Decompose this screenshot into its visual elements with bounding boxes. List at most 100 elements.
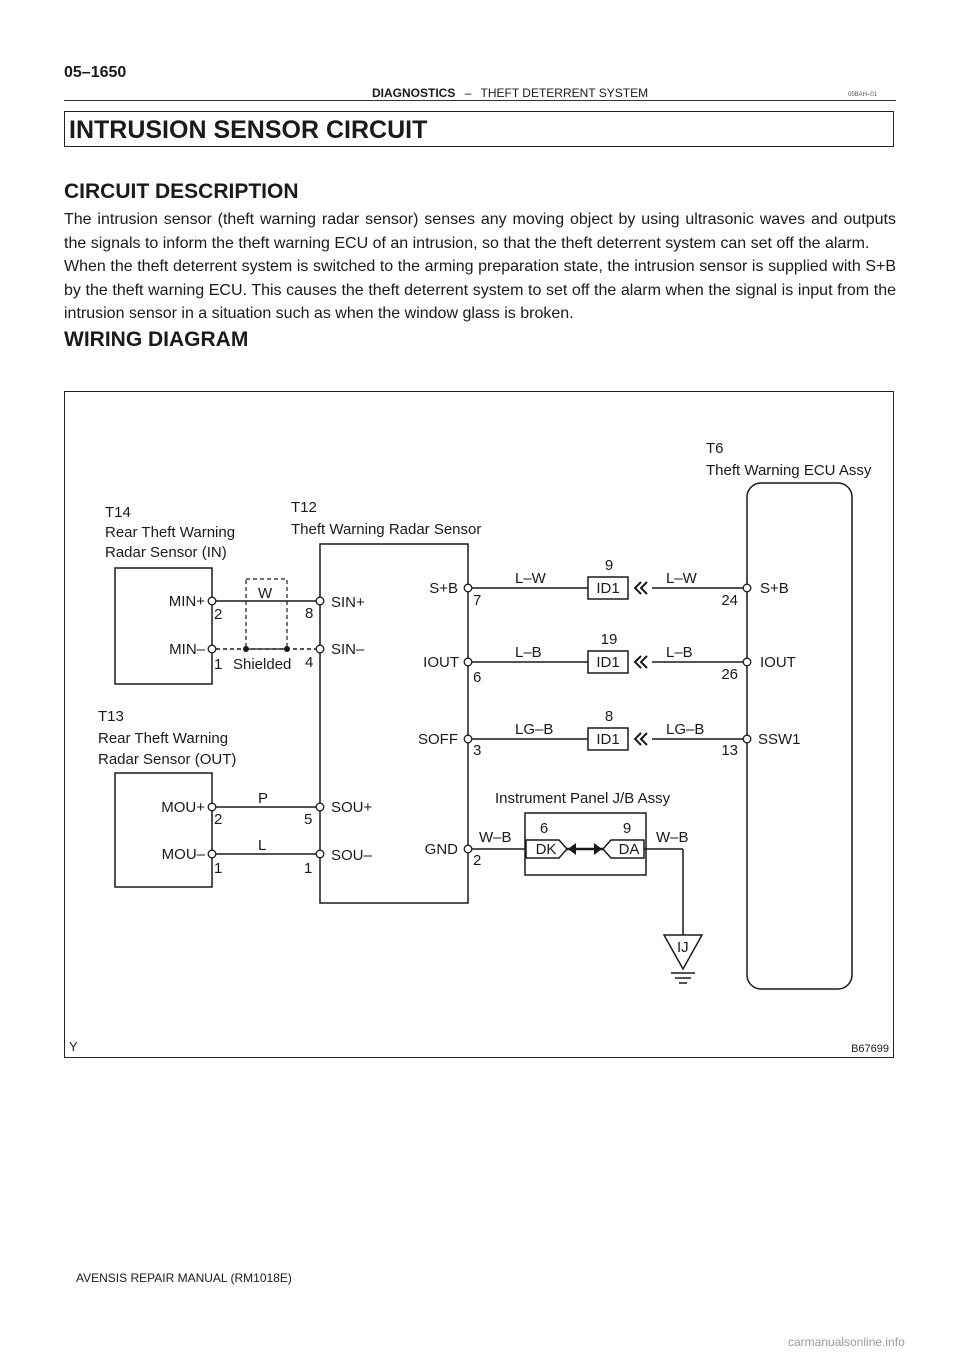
- dk-pin: 6: [540, 820, 548, 837]
- id1-sb-pin: 9: [605, 557, 613, 574]
- t12-iout-pin: 6: [473, 669, 481, 686]
- id1-iout-chevron: [633, 655, 648, 669]
- t12-sou-minus-label: SOU–: [331, 847, 373, 864]
- terminal-t14-min-minus: [207, 644, 217, 654]
- t6-iout-label: IOUT: [760, 654, 796, 671]
- t14-sensor-box: [114, 567, 213, 685]
- t14-min-minus-label: MIN–: [169, 641, 205, 658]
- t14-min-minus-pin: 1: [214, 656, 222, 673]
- terminal-t12-iout: [463, 657, 473, 667]
- t12-radar-sensor-box: [319, 543, 469, 904]
- dk-connector: [525, 839, 569, 859]
- t6-sb-pin: 24: [721, 592, 738, 609]
- t13-name-line1: Rear Theft Warning: [98, 730, 228, 747]
- t14-min-plus-pin: 2: [214, 606, 222, 623]
- t12-gnd-label: GND: [425, 841, 459, 858]
- t6-ssw1-pin: 13: [721, 742, 738, 759]
- t12-sin-plus-pin: 8: [305, 605, 313, 622]
- t12-sou-plus-label: SOU+: [331, 799, 373, 816]
- header-rule: [64, 100, 896, 101]
- t12-iout-label: IOUT: [423, 654, 459, 671]
- id1-sb-label: ID1: [596, 580, 619, 597]
- t13-name-line2: Radar Sensor (OUT): [98, 751, 236, 768]
- wiring-diagram: T14 Rear Theft Warning Radar Sensor (IN)…: [64, 391, 894, 1058]
- description-paragraph-2: When the theft deterrent system is switc…: [64, 258, 896, 322]
- figure-id: B67699: [851, 1043, 889, 1055]
- watermark: carmanualsonline.info: [788, 1335, 905, 1349]
- id1-soff-pin: 8: [605, 708, 613, 725]
- wire-color-wb-left: W–B: [479, 829, 512, 846]
- t12-sou-plus-pin: 5: [304, 811, 312, 828]
- t12-code: T12: [291, 499, 317, 516]
- da-arrow: [594, 843, 602, 855]
- t13-code: T13: [98, 708, 124, 725]
- footer: AVENSIS REPAIR MANUAL (RM1018E): [76, 1271, 292, 1285]
- da-connector: [601, 839, 645, 859]
- t12-soff-label: SOFF: [418, 731, 458, 748]
- circuit-description-heading: CIRCUIT DESCRIPTION: [64, 180, 299, 203]
- id1-iout-label: ID1: [596, 654, 619, 671]
- wire-color-lgb-right: LG–B: [666, 721, 704, 738]
- t6-ssw1-label: SSW1: [758, 731, 801, 748]
- wire-color-lgb-left: LG–B: [515, 721, 553, 738]
- terminal-t12-sb: [463, 583, 473, 593]
- wire-color-w: W: [258, 585, 273, 602]
- wiring-diagram-heading: WIRING DIAGRAM: [64, 328, 249, 351]
- wire-color-lw-left: L–W: [515, 570, 547, 587]
- t12-sin-plus-label: SIN+: [331, 594, 365, 611]
- terminal-t13-mou-minus: [207, 849, 217, 859]
- wiring-diagram-svg: T14 Rear Theft Warning Radar Sensor (IN)…: [69, 440, 889, 1055]
- t13-mou-minus-label: MOU–: [162, 846, 206, 863]
- terminal-t14-min-plus: [207, 596, 217, 606]
- wire-color-lw-right: L–W: [666, 570, 698, 587]
- shield-dot-right: [284, 646, 290, 652]
- terminal-t12-sin-minus: [315, 644, 325, 654]
- page-title: INTRUSION SENSOR CIRCUIT: [69, 116, 428, 144]
- t12-soff-pin: 3: [473, 742, 481, 759]
- t12-name: Theft Warning Radar Sensor: [291, 521, 481, 538]
- t12-gnd-pin: 2: [473, 852, 481, 869]
- da-label: DA: [619, 841, 640, 858]
- header-subsection: THEFT DETERRENT SYSTEM: [480, 86, 649, 100]
- description-paragraph-1: The intrusion sensor (theft warning rada…: [64, 211, 896, 252]
- terminal-t6-ssw1: [742, 734, 752, 744]
- id1-iout-pin: 19: [601, 631, 618, 648]
- wire-shielded-label: Shielded: [233, 656, 291, 673]
- title-box: INTRUSION SENSOR CIRCUIT: [64, 111, 894, 147]
- t13-mou-plus-label: MOU+: [161, 799, 205, 816]
- shield-dot-left: [243, 646, 249, 652]
- wire-color-lb-left: L–B: [515, 644, 542, 661]
- t12-sin-minus-label: SIN–: [331, 641, 365, 658]
- header-section: DIAGNOSTICS: [372, 86, 456, 100]
- t13-mou-plus-pin: 2: [214, 811, 222, 828]
- circuit-description: The intrusion sensor (theft warning rada…: [64, 208, 896, 326]
- id1-soff-label: ID1: [596, 731, 619, 748]
- wire-color-p: P: [258, 790, 268, 807]
- t6-name: Theft Warning ECU Assy: [706, 462, 872, 479]
- da-pin: 9: [623, 820, 631, 837]
- t12-sou-minus-pin: 1: [304, 860, 312, 877]
- t12-sb-label: S+B: [429, 580, 458, 597]
- dk-arrow: [568, 843, 576, 855]
- wire-color-wb-right: W–B: [656, 829, 689, 846]
- t12-sin-minus-pin: 4: [305, 654, 313, 671]
- id1-soff-chevron: [633, 732, 648, 746]
- terminal-t12-gnd: [463, 844, 473, 854]
- t6-code: T6: [706, 440, 724, 457]
- wire-color-lb-right: L–B: [666, 644, 693, 661]
- page-number: 05–1650: [64, 64, 127, 81]
- t14-code: T14: [105, 504, 131, 521]
- terminal-t12-soff: [463, 734, 473, 744]
- terminal-t13-mou-plus: [207, 802, 217, 812]
- terminal-t6-sb: [742, 583, 752, 593]
- t13-mou-minus-pin: 1: [214, 860, 222, 877]
- header-separator: –: [464, 86, 472, 100]
- ground-triangle: [662, 934, 704, 971]
- t6-iout-pin: 26: [721, 666, 738, 683]
- dk-label: DK: [536, 841, 557, 858]
- jb-assy-box: [524, 812, 647, 876]
- t6-sb-label: S+B: [760, 580, 789, 597]
- t13-sensor-box: [114, 772, 213, 888]
- terminal-t12-sin-plus: [315, 596, 325, 606]
- t12-sb-pin: 7: [473, 592, 481, 609]
